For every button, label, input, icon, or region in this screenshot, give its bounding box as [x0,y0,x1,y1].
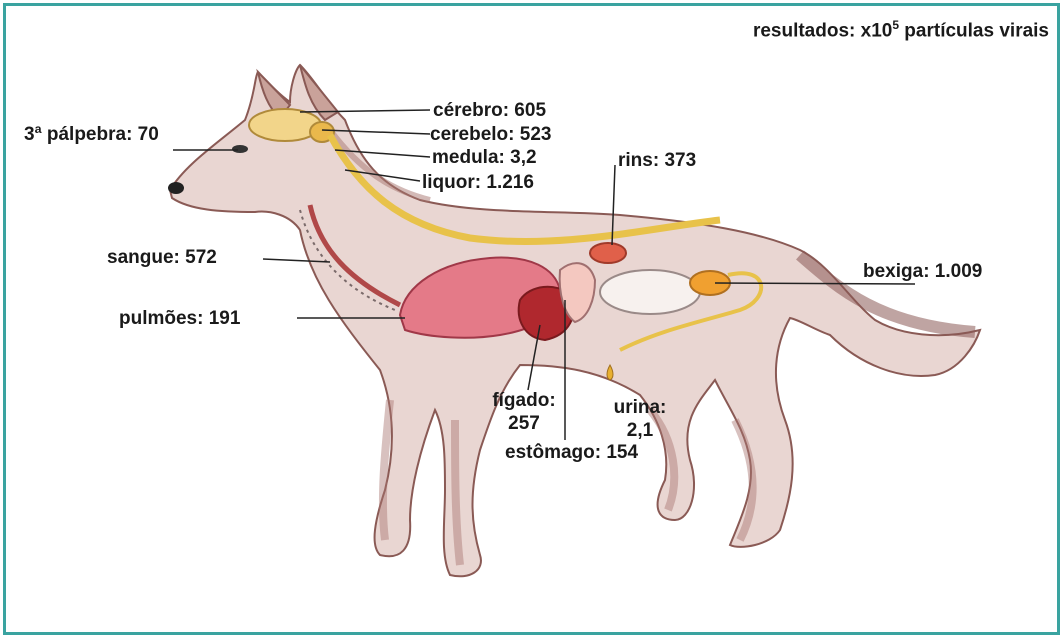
leader-bexiga [714,282,916,285]
urine-drop [606,363,614,381]
label-bexiga: bexiga: 1.009 [863,261,983,282]
leader-rins [611,164,616,246]
label-figado-line1: fígado: [492,390,556,411]
leader-sangue [262,258,331,263]
label-estomago: estômago: 154 [505,442,639,463]
label-sangue: sangue: 572 [107,247,217,268]
label-liquor: liquor: 1.216 [422,172,534,193]
urethra [619,271,764,352]
stomach [558,262,597,324]
label-cerebro: cérebro: 605 [433,100,547,121]
ear-right [299,64,340,122]
label-cerebelo: cerebelo: 523 [430,124,552,145]
header-exponent: 5 [892,18,900,32]
trachea [307,204,402,308]
label-figado: fígado: 257 [482,391,566,433]
label-palpebra: 3ª pálpebra: 70 [24,124,159,145]
spinal-cord [326,133,721,245]
leader-cerebelo [321,129,431,135]
kidney [589,242,627,264]
label-urina: urina: 2,1 [600,398,680,440]
leader-cerebro [299,109,431,113]
leader-liquor [344,169,421,182]
nose [168,182,184,194]
eye [232,145,248,153]
leader-medula [334,149,431,158]
results-header: resultados: x105 partículas virais [752,18,1049,42]
liver [517,285,575,342]
label-urina-line1: urina: [613,397,667,418]
leader-figado [527,324,541,391]
label-medula: medula: 3,2 [432,147,537,168]
label-pulmoes: pulmões: 191 [119,308,241,329]
label-rins: rins: 373 [618,150,697,171]
label-figado-line2: 257 [508,413,540,434]
label-urina-line2: 2,1 [626,420,654,441]
intestines [599,269,701,315]
